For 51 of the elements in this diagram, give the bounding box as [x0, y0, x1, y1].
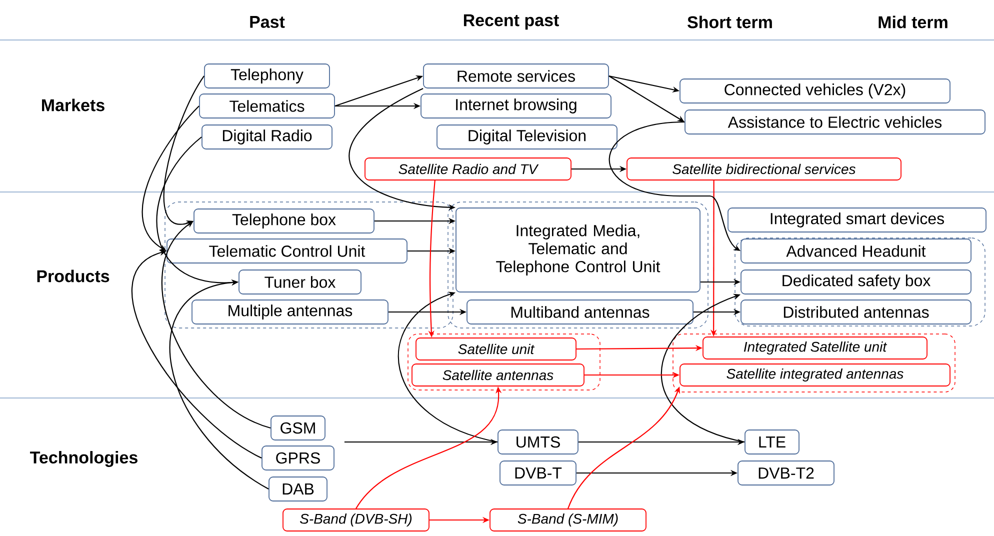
text-box: DVB-T2: [738, 460, 834, 486]
text-box: Multiple antennas: [192, 300, 388, 324]
text-box: Satellite Radio and TV: [364, 158, 572, 180]
text-box: Digital Television: [436, 124, 618, 150]
text-box: Satellite bidirectional services: [626, 158, 902, 180]
text-box: Integrated smart devices: [728, 208, 986, 232]
group-box: [734, 238, 986, 326]
text-box: LTE: [744, 430, 800, 454]
text-box: Telephone box: [194, 208, 374, 234]
row-heading: Markets: [42, 98, 104, 112]
row-heading: Technologies: [30, 451, 138, 467]
text-box: Telematics: [199, 94, 335, 118]
column-heading: Recent past: [464, 14, 559, 30]
text-box: Assistance to Electric vehicles: [684, 110, 986, 134]
arrow: [142, 106, 200, 251]
row-heading: Products: [37, 270, 110, 282]
text-box: Satellite unit: [416, 338, 576, 360]
text-box: Dedicated safety box: [740, 270, 972, 294]
text-box: Integrated Satellite unit: [702, 336, 928, 360]
arrow: [162, 221, 271, 429]
text-box: Satellite antennas: [412, 364, 584, 386]
text-box: Telematic Control Unit: [166, 238, 408, 264]
text-box: DVB-T: [500, 460, 576, 486]
text-box: DAB: [268, 476, 328, 502]
arrow: [169, 279, 269, 490]
arrow: [398, 292, 498, 443]
text-box: S-Band (DVB-SH): [282, 508, 430, 532]
text-box: Connected vehicles (V2x): [680, 78, 950, 104]
group-box: [672, 334, 956, 392]
group-box: [164, 202, 454, 328]
text-box: S-Band (S-MIM): [490, 508, 646, 532]
column-heading: Past: [250, 16, 285, 28]
text-box: Satellite integrated antennas: [680, 364, 950, 386]
text-box: Tuner box: [238, 270, 362, 294]
group-box: [408, 334, 600, 390]
column-heading: Short term: [688, 16, 772, 28]
text-box: Integrated Media, Telematic and Telephone Control Unit: [456, 208, 700, 292]
text-box: GPRS: [262, 446, 334, 470]
text-box: Telephony: [204, 64, 330, 88]
text-box: Digital Radio: [202, 124, 332, 150]
arrow: [132, 250, 262, 458]
text-box: Remote services: [423, 64, 609, 88]
group-box: [448, 202, 708, 328]
column-heading: Mid term: [878, 16, 948, 28]
text-box: Advanced Headunit: [740, 238, 972, 264]
arrow: [660, 294, 745, 443]
text-box: Distributed antennas: [740, 300, 972, 324]
text-box: UMTS: [498, 430, 578, 454]
text-box: GSM: [270, 416, 326, 440]
text-box: Internet browsing: [420, 94, 612, 118]
text-box: Multiband antennas: [466, 300, 694, 324]
